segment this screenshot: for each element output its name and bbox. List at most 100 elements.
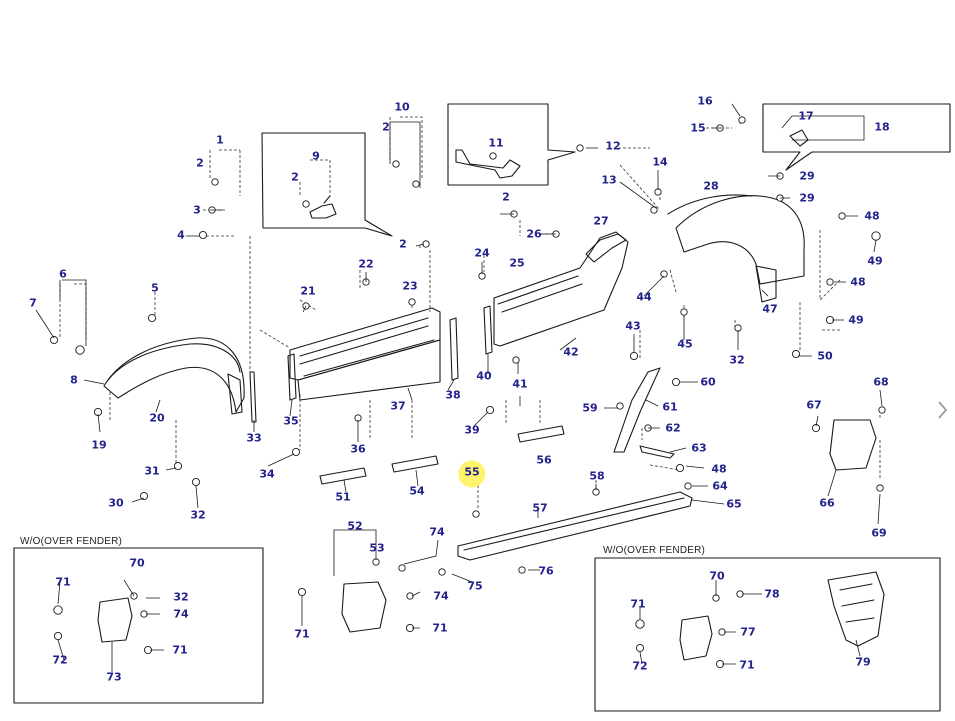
bracket-17-18-part: [789, 129, 809, 147]
callout-37: 37: [390, 399, 406, 413]
inset-label-right: W/O(OVER FENDER): [603, 545, 706, 556]
fastener: [485, 405, 495, 415]
fastener: [49, 335, 59, 345]
callout-59: 59: [582, 401, 598, 415]
fastener: [191, 477, 201, 487]
chevron-right-icon[interactable]: [934, 398, 948, 422]
fastener: [838, 212, 846, 220]
strip-38: [449, 317, 459, 381]
strip-33: [249, 371, 257, 423]
callout-2: 2: [382, 120, 390, 134]
callout-42: 42: [563, 345, 579, 359]
callout-63: 63: [691, 441, 707, 455]
callout-44: 44: [636, 290, 652, 304]
callout-14: 14: [652, 155, 668, 169]
fastener: [408, 298, 416, 306]
callout-74: 74: [429, 525, 445, 539]
callout-6: 6: [59, 267, 67, 281]
callout-16: 16: [697, 94, 713, 108]
callout-76: 76: [538, 564, 554, 578]
callout-70: 70: [709, 569, 725, 583]
fastener: [518, 566, 526, 574]
callout-7: 7: [29, 296, 37, 310]
fastener: [635, 619, 645, 629]
callout-61: 61: [662, 400, 678, 414]
mud-flap-79: [827, 571, 885, 647]
inset-box-11: [447, 103, 576, 186]
left-fender: [103, 337, 245, 413]
fastener: [738, 116, 746, 124]
callout-72: 72: [632, 659, 648, 673]
fastener: [512, 356, 520, 364]
callout-45: 45: [677, 337, 693, 351]
fastener: [291, 447, 301, 457]
callout-4: 4: [177, 228, 185, 242]
panel-25-trim: [497, 275, 583, 313]
inset-box-9: [261, 132, 393, 237]
fastener: [660, 270, 668, 278]
callout-56: 56: [536, 453, 552, 467]
fastener: [680, 308, 688, 316]
fastener: [297, 587, 307, 597]
callout-12: 12: [605, 139, 621, 153]
callout-68: 68: [873, 375, 889, 389]
callout-71: 71: [630, 597, 646, 611]
callout-48: 48: [850, 275, 866, 289]
callout-75: 75: [467, 579, 483, 593]
callout-74: 74: [433, 589, 449, 603]
inset-label-left: W/O(OVER FENDER): [20, 536, 123, 547]
panel-37: [297, 339, 441, 401]
mud-flap-79-ribs: [839, 583, 875, 623]
callout-29: 29: [799, 191, 815, 205]
callout-8: 8: [70, 373, 78, 387]
callout-71: 71: [739, 658, 755, 672]
fastener: [489, 152, 497, 160]
callout-43: 43: [625, 319, 641, 333]
mud-flap-73: [97, 597, 133, 643]
callout-54: 54: [409, 484, 425, 498]
callout-17: 17: [798, 109, 814, 123]
inset-box-right: [594, 557, 941, 712]
callout-5: 5: [151, 281, 159, 295]
panel-27: [585, 233, 627, 263]
callout-66: 66: [819, 496, 835, 510]
callout-49: 49: [867, 254, 883, 268]
callout-36: 36: [350, 442, 366, 456]
fastener: [398, 564, 406, 572]
fastener: [650, 206, 658, 214]
fastener: [826, 278, 834, 286]
callout-2: 2: [502, 190, 510, 204]
panel-25: [493, 231, 629, 347]
callout-55-highlighted: 55: [458, 460, 486, 488]
fastener: [878, 406, 886, 414]
fastener: [576, 144, 584, 152]
side-step-57-inner: [463, 497, 685, 551]
rear-fender-mudguard: [755, 265, 777, 303]
callout-48: 48: [711, 462, 727, 476]
callout-39: 39: [464, 423, 480, 437]
callout-23: 23: [402, 279, 418, 293]
fastener: [472, 510, 480, 518]
bracket-11-part: [455, 149, 521, 179]
fastener: [302, 200, 310, 208]
fastener: [147, 313, 157, 323]
inset-box-left: [13, 547, 264, 704]
callout-32: 32: [190, 508, 206, 522]
callout-47: 47: [762, 302, 778, 316]
callout-78: 78: [764, 587, 780, 601]
bracket-63: [639, 445, 675, 459]
fastener: [629, 351, 639, 361]
callout-57: 57: [532, 501, 548, 515]
callout-34: 34: [259, 467, 275, 481]
callout-29: 29: [799, 169, 815, 183]
mud-flap-52: [341, 581, 387, 633]
callout-67: 67: [806, 398, 822, 412]
left-fender-mudguard: [227, 373, 243, 415]
callout-33: 33: [246, 431, 262, 445]
callout-49: 49: [848, 313, 864, 327]
callout-69: 69: [871, 526, 887, 540]
callout-50: 50: [817, 349, 833, 363]
callout-51: 51: [335, 490, 351, 504]
callout-28: 28: [703, 179, 719, 193]
